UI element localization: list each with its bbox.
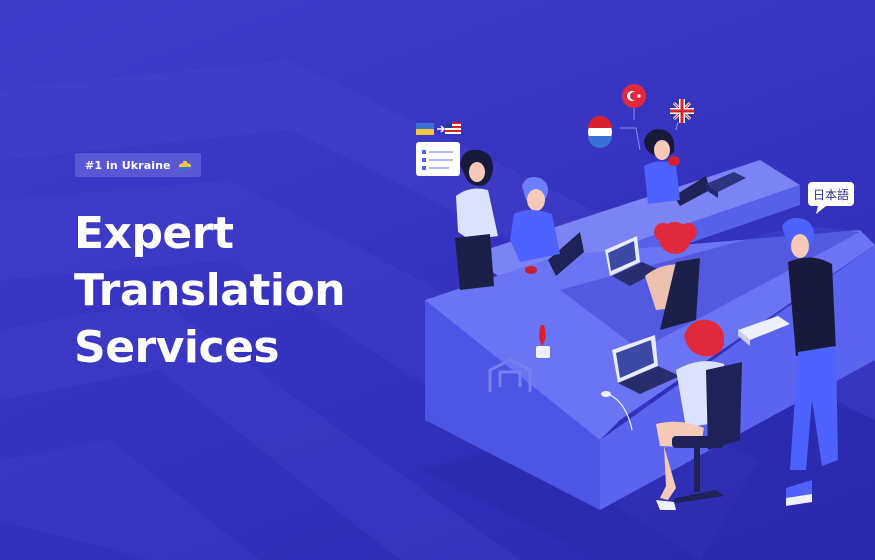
plant-icon	[536, 325, 550, 358]
shoe	[656, 500, 676, 510]
headline-line-2: Translation	[74, 265, 346, 316]
headline-line-1: Expert	[74, 208, 234, 259]
ukraine-flag-icon	[416, 123, 434, 135]
person-seated-man	[510, 177, 560, 274]
desk-logo-icon	[488, 358, 532, 392]
person-seated-woman-back	[644, 129, 680, 204]
japanese-bubble-text: 日本語	[813, 187, 849, 202]
person-seated-woman-middle	[645, 222, 700, 330]
arrow-icon	[437, 125, 446, 133]
japanese-speech-bubble: 日本語	[808, 182, 854, 214]
checklist-icon	[416, 142, 460, 176]
ukraine-hands-icon	[179, 161, 191, 170]
book-stack	[706, 172, 746, 192]
laptop-middle	[605, 236, 660, 286]
office-chair	[670, 362, 742, 504]
person-standing-woman	[455, 149, 498, 290]
desk-side	[425, 300, 600, 510]
badge-label: #1 in Ukraine	[85, 158, 171, 172]
turkey-flag-icon	[622, 84, 646, 108]
ukraine-rank-badge: #1 in Ukraine	[75, 153, 201, 177]
uk-flag-icon	[670, 99, 694, 123]
papers-icon	[738, 316, 790, 340]
mouse-icon	[601, 391, 633, 431]
person-standing-man	[782, 218, 838, 506]
office-illustration: 日本語	[416, 84, 875, 560]
laptop-front	[612, 335, 680, 394]
laptop-back	[548, 176, 710, 276]
us-flag-icon	[445, 122, 461, 134]
netherlands-flag-icon	[588, 116, 612, 148]
headline-line-3: Services	[74, 322, 280, 373]
page-title: Expert Translation Services	[74, 205, 346, 376]
